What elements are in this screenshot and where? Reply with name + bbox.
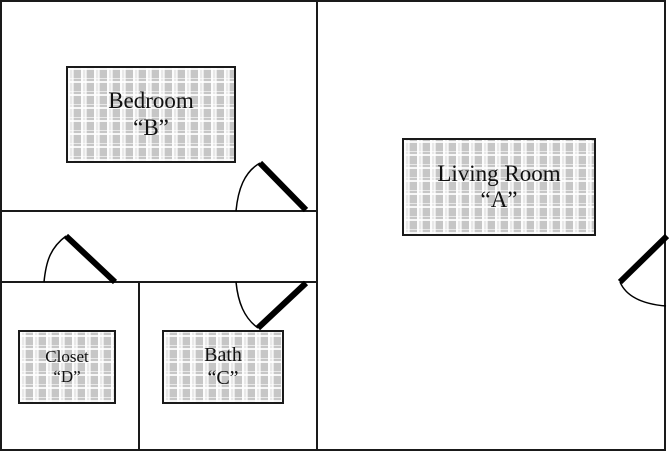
bath-door[interactable]: [235, 280, 309, 331]
door-leaf: [63, 233, 118, 285]
room-tag: “D”: [53, 367, 81, 386]
room-tag: “A”: [480, 187, 518, 212]
door-leaf: [255, 280, 309, 331]
room-tag: “B”: [133, 114, 169, 140]
room-label-closet: Closet “D”: [18, 330, 116, 404]
room-name: Living Room: [437, 160, 561, 186]
room-tag: “C”: [207, 367, 239, 389]
room-name: Bedroom: [108, 88, 194, 114]
room-name: Closet: [45, 347, 89, 367]
entry-door[interactable]: [617, 233, 669, 307]
room-label-living-room: Living Room “A”: [402, 138, 596, 236]
door-leaf: [257, 160, 309, 213]
door-swing-arc: [235, 162, 261, 212]
room-label-bedroom: Bedroom “B”: [66, 66, 236, 163]
hallway-door[interactable]: [43, 233, 118, 285]
door-swing-arc: [43, 235, 67, 283]
bedroom-door[interactable]: [235, 160, 309, 213]
room-label-bath: Bath “C”: [162, 330, 284, 404]
door-swing-arc: [235, 281, 259, 329]
door-leaf: [617, 233, 669, 285]
door-swing-arc: [619, 281, 667, 307]
room-name: Bath: [204, 344, 242, 366]
